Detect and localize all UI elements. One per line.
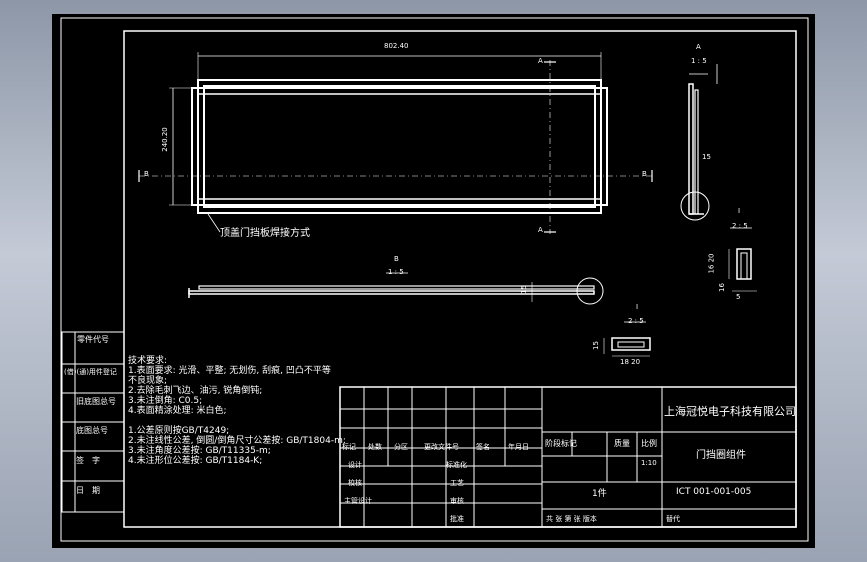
check-label: 校核 xyxy=(348,479,362,487)
section-a-title-letter: A xyxy=(696,43,701,51)
section-a-mark-bottom: A xyxy=(538,226,543,234)
side-block-grid xyxy=(61,331,125,513)
process-label: 工艺 xyxy=(450,479,464,487)
drawing-canvas xyxy=(60,17,809,542)
detail-i-ratio-right: 2 : 5 xyxy=(732,222,748,230)
detail-i-title-letter-right: I xyxy=(738,207,741,215)
tech-line-4: 3.未注倒角: C0.5; xyxy=(128,396,203,406)
title-block-grid xyxy=(339,386,797,528)
detail-i-ratio-bottom: 2 : 5 xyxy=(628,317,644,325)
dim-height: 240.20 xyxy=(160,127,169,152)
tech-line-0: 技术要求: xyxy=(128,356,168,366)
section-a-mark-top: A xyxy=(538,57,543,65)
dim-16-20: 16 20 xyxy=(707,253,716,274)
tech-line-1: 1.表面要求: 光滑、平整; 无划伤, 刮痕, 凹凸不平等 xyxy=(128,366,331,376)
tech-line-3: 2.去除毛刺飞边、油污, 锐角倒钝; xyxy=(128,386,263,396)
section-b-mark-right: B xyxy=(642,170,647,178)
section-a-ratio: 1 : 5 xyxy=(691,57,707,65)
quantity: 1件 xyxy=(592,489,607,499)
side-label-3: 底图总号 xyxy=(76,426,108,435)
design-label: 设计 xyxy=(348,461,362,469)
detail-i-view-right xyxy=(728,227,757,292)
dim-16: 16 xyxy=(717,283,726,292)
tech-line-2: 不良现象; xyxy=(128,376,168,386)
scale-label: 比例 xyxy=(641,439,657,448)
section-b-title-letter: B xyxy=(394,255,399,263)
tech-line-8: 2.未注线性公差, 倒圆/倒角尺寸公差按: GB/T1804-m; xyxy=(128,436,346,446)
mark-label: 标记 xyxy=(342,443,356,451)
review-label: 审核 xyxy=(450,497,464,505)
dim-width: 802.40 xyxy=(384,42,409,50)
section-b-ratio: 1 : 5 xyxy=(388,268,404,276)
dim-5: 5 xyxy=(736,293,741,301)
replace-label: 替代 xyxy=(666,515,680,523)
dim-18-20: 18 20 xyxy=(620,358,641,366)
side-label-2: 旧底图总号 xyxy=(76,397,116,406)
side-label-1: (借)(通)用件登记 xyxy=(64,368,117,376)
drawing-sheet: 802.40 240.20 A A B B 顶盖门挡板焊接方式 A 1 : 5 … xyxy=(52,14,815,548)
dim-15-i: 15 xyxy=(591,341,600,350)
tech-line-7: 1.公差原则按GB/T4249; xyxy=(128,426,230,436)
part-name: 门挡圈组件 xyxy=(696,450,746,461)
outer-border xyxy=(60,17,809,542)
section-b-view xyxy=(188,272,604,305)
drawing-number: ICT 001-001-005 xyxy=(676,487,752,497)
section-b-mark-left: B xyxy=(144,170,149,178)
approve-label: 批准 xyxy=(450,515,464,523)
scale-value: 1:10 xyxy=(641,459,657,467)
tech-requirements: 技术要求: 1.表面要求: 光滑、平整; 无划伤, 刮痕, 凹凸不平等 不良现象… xyxy=(128,357,346,467)
zone-label: 分区 xyxy=(394,443,408,451)
tech-line-9: 3.未注角度公差按: GB/T11335-m; xyxy=(128,446,271,456)
tech-line-5: 4.表面精涂处理: 米白色; xyxy=(128,406,227,416)
detail-i-view-bottom xyxy=(603,321,651,357)
side-label-4: 签 字 xyxy=(76,456,100,465)
company-name: 上海冠悦电子科技有限公司 xyxy=(664,405,796,418)
stage-label: 阶段标记 xyxy=(545,439,577,448)
front-view xyxy=(138,52,653,234)
change-label: 更改文件号 xyxy=(424,443,459,451)
weight-label: 质量 xyxy=(614,439,630,448)
tech-line-10: 4.未注形位公差按: GB/T1184-K; xyxy=(128,456,263,466)
sign-label: 签名 xyxy=(476,443,490,451)
sheets-label: 共 张 第 张 版本 xyxy=(546,515,597,523)
count-label: 处数 xyxy=(368,443,382,451)
side-label-5: 日 期 xyxy=(76,486,100,495)
detail-i-title-letter-bottom: I xyxy=(636,303,639,311)
date-label: 年月日 xyxy=(508,443,529,451)
side-label-0: 零件代号 xyxy=(77,335,109,344)
standard-label: 标准化 xyxy=(446,461,467,469)
dim-15-a: 15 xyxy=(702,153,711,161)
section-a-view xyxy=(680,64,718,221)
weld-note: 顶盖门挡板焊接方式 xyxy=(220,228,310,239)
chief-label: 主管设计 xyxy=(344,497,372,505)
dim-15-b: 15 xyxy=(519,285,528,294)
